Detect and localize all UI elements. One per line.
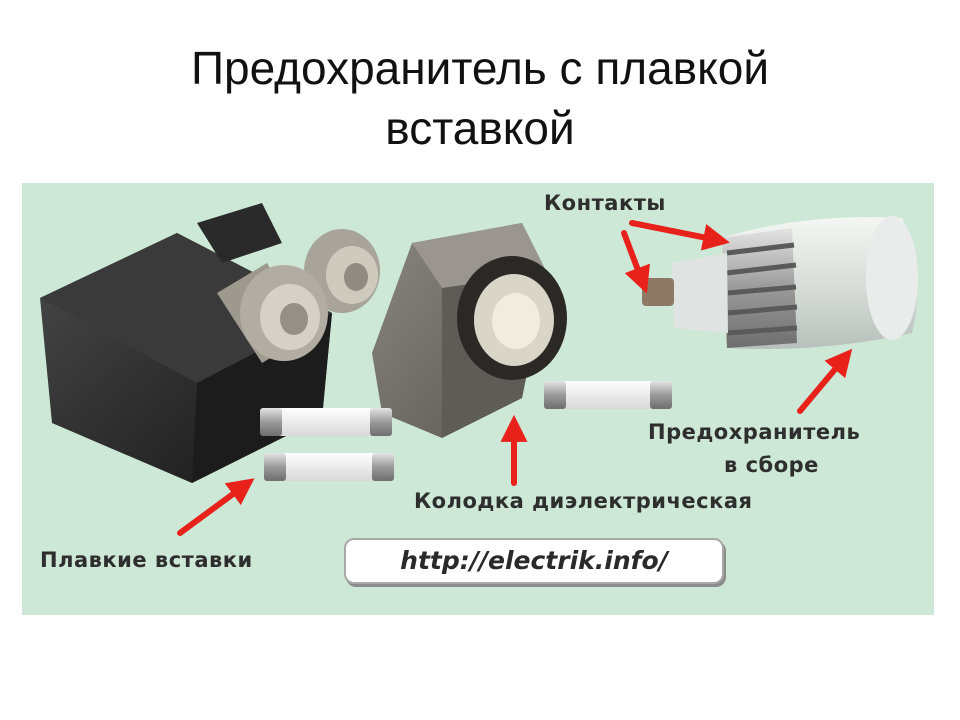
arrow-contacts-tip: [621, 230, 650, 294]
watermark-badge: http://electrik.info/: [344, 538, 724, 584]
watermark-url: http://electrik.info/: [400, 546, 668, 575]
assembled-fuse: [642, 216, 918, 349]
fuse-link-1: [260, 408, 392, 436]
fuse-photo: Контакты Предохранитель в сборе Колодка …: [22, 183, 934, 615]
fuse-link-2: [264, 453, 394, 481]
label-contacts: Контакты: [544, 191, 666, 215]
slide-title-line1: Предохранитель с плавкой: [190, 42, 770, 94]
slide-title-line2: вставкой: [385, 102, 575, 154]
fuse-link-3: [544, 381, 672, 409]
label-fuse-assembled-line2: в сборе: [724, 453, 819, 477]
label-fuse-links: Плавкие вставки: [40, 548, 253, 572]
label-dielectric-block: Колодка диэлектрическая: [414, 489, 753, 513]
dielectric-block: [372, 223, 567, 438]
callout-arrows: [177, 220, 853, 536]
fuse-illustration: [40, 203, 918, 536]
arrow-assembled: [797, 348, 853, 414]
black-fuse-base: [40, 203, 380, 483]
slide-title: Предохранитель с плавкой вставкой: [0, 38, 960, 158]
arrow-fuse-links: [177, 478, 255, 536]
label-fuse-assembled-line1: Предохранитель: [648, 420, 861, 444]
arrow-contacts-ring: [629, 220, 730, 251]
